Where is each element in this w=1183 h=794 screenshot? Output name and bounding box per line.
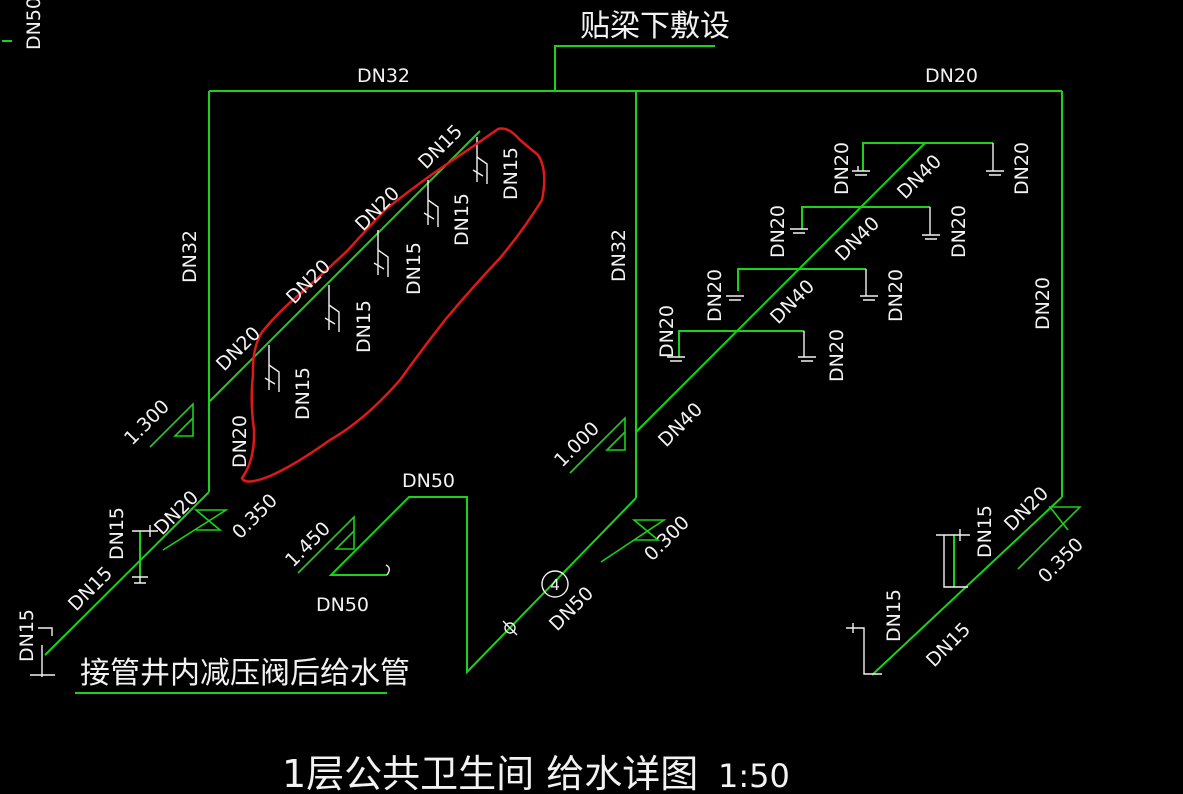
gate-valve-stem: [502, 620, 518, 636]
main-supply-pipe: [328, 496, 637, 675]
bottom-left-branch: [44, 491, 210, 656]
red-annotation-outline[interactable]: [240, 127, 546, 483]
label-dn20-r7: DN20: [656, 305, 678, 358]
bottom-right-branch: [871, 496, 1063, 676]
supply-source-note: 接管井内减压阀后给水管: [80, 656, 410, 691]
fixtures: [30, 137, 1004, 677]
label-dn20-top: DN20: [925, 65, 978, 87]
label-dn20-diag-mid: DN20: [282, 255, 335, 308]
label-dn32-mid: DN32: [608, 229, 630, 282]
fixture-r2b: [922, 207, 940, 240]
label-dn50-corner: DN50: [23, 0, 45, 50]
label-dn15-bl1: DN15: [106, 507, 128, 560]
right-branch-2: [801, 206, 930, 229]
label-dn20-bl: DN20: [150, 486, 203, 539]
label-dn20-diag-upper: DN20: [351, 182, 404, 235]
fixture-r4a: [667, 356, 685, 362]
fixture-r3b: [860, 269, 878, 301]
pipe-labels: DN50 DN32 DN20 DN32 DN32 DN20 DN15 DN20 …: [16, 0, 1054, 672]
label-dn15-fix1: DN15: [292, 367, 314, 420]
label-dn15-fix2: DN15: [353, 300, 375, 353]
label-dn40-c: DN40: [766, 275, 819, 328]
label-dn20-right: DN20: [1032, 277, 1054, 330]
label-dn15-fix5: DN15: [500, 147, 522, 200]
elevation-mark-3: [297, 515, 355, 574]
fixture-br-end: [846, 623, 882, 675]
label-dn15-br2: DN15: [883, 589, 905, 642]
ceiling-install-note: 贴梁下敷设: [580, 9, 730, 44]
fixture-valve-1: [264, 345, 280, 392]
fixture-valve-4: [423, 180, 439, 227]
gate-valve-icon: [504, 622, 516, 634]
label-dn15-bl3: DN15: [16, 609, 38, 662]
label-dn20-r2: DN20: [1011, 142, 1033, 195]
drawing-title: 1层公共卫生间 给水详图: [282, 752, 698, 794]
label-dn20-left-low: DN20: [229, 415, 251, 468]
fixture-valve-5: [472, 137, 488, 184]
label-dn32-left: DN32: [179, 230, 201, 283]
fixture-valve-2: [324, 285, 340, 332]
label-dn40-b: DN40: [831, 212, 884, 265]
label-dn20-br: DN20: [1000, 482, 1053, 535]
elevation-marks: [149, 402, 1082, 574]
drawing-scale: 1:50: [718, 757, 790, 794]
label-dn15-diag-top: DN15: [414, 120, 467, 173]
water-meter-number: 4: [550, 576, 560, 594]
fixture-r2a: [790, 228, 808, 234]
elevation-0350-left: 0.350: [228, 490, 282, 544]
label-dn40-a: DN40: [893, 150, 946, 203]
elevation-mark-2: [162, 509, 229, 551]
label-dn20-r3: DN20: [767, 205, 789, 258]
label-dn15-br1: DN15: [974, 505, 996, 558]
label-dn20-diag-lower: DN20: [212, 322, 265, 375]
fixture-bl-end: [30, 627, 55, 677]
elevation-mark-6: [1017, 506, 1082, 570]
fixture-valve-3: [373, 230, 389, 277]
fixture-r1b: [986, 143, 1004, 176]
label-dn15-fix3: DN15: [403, 242, 425, 295]
elevation-mark-4: [569, 416, 626, 474]
elevation-labels: 1.300 0.350 1.450 1.000 0.300 0.350: [120, 396, 1088, 588]
label-dn20-r6: DN20: [885, 269, 907, 322]
right-branch-1: [862, 142, 993, 171]
elevation-1000: 1.000: [550, 418, 604, 472]
right-branch-4: [678, 330, 804, 357]
label-dn32-top: DN32: [357, 65, 410, 87]
label-dn20-r5: DN20: [704, 269, 726, 322]
elevation-0350-right: 0.350: [1034, 534, 1088, 588]
label-dn20-r1: DN20: [831, 142, 853, 195]
right-branch-3: [737, 268, 866, 291]
label-dn50-mid-low: DN50: [316, 594, 369, 616]
fixture-br-tee: [936, 529, 970, 588]
label-dn15-br3: DN15: [922, 618, 975, 671]
supply-hook: [385, 564, 390, 576]
ceiling-note-leader: [554, 45, 715, 91]
water-meter-icon: [541, 570, 569, 598]
label-dn20-r4: DN20: [948, 205, 970, 258]
right-diagonal-branch: [635, 142, 926, 433]
label-dn15-fix4: DN15: [451, 193, 473, 246]
fixture-r1a: [852, 166, 870, 176]
label-dn50-mid-top: DN50: [402, 470, 455, 492]
label-dn15-bl2: DN15: [64, 562, 117, 615]
left-diagonal-branch: [208, 130, 481, 403]
elevation-mark-1: [149, 402, 194, 448]
elevation-mark-5: [600, 519, 667, 563]
fixture-r3a: [726, 295, 744, 301]
fixture-r4b: [798, 331, 816, 362]
fixture-bl-tee: [132, 525, 158, 584]
label-dn20-r8: DN20: [826, 329, 848, 382]
elevation-1300: 1.300: [120, 396, 174, 450]
